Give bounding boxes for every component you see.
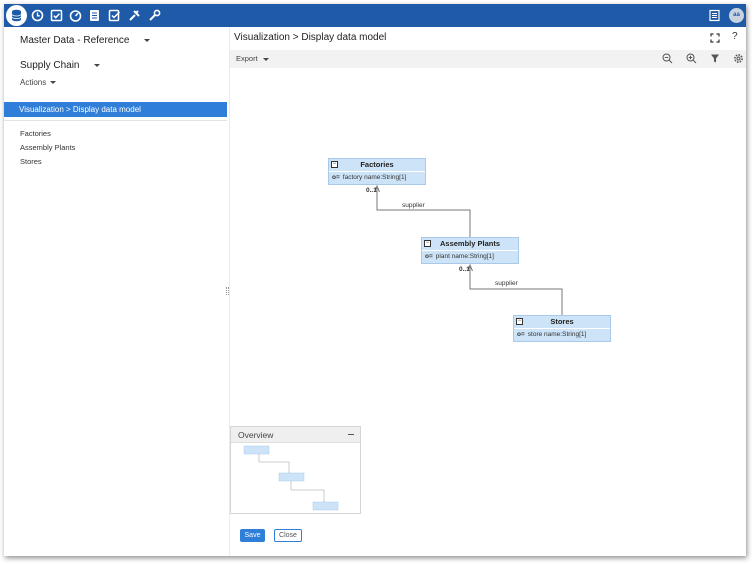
dataset-select-value: Supply Chain (20, 60, 80, 71)
entity-attribute: o=store name:String[1] (517, 331, 587, 338)
document-list-icon[interactable] (88, 9, 101, 22)
dashboard-icon[interactable] (69, 9, 82, 22)
zoom-in-icon[interactable] (686, 53, 697, 64)
save-button[interactable]: Save (240, 529, 265, 542)
overview-panel[interactable]: Overview (230, 426, 361, 514)
nav-item-visualization[interactable]: Visualization > Display data model (4, 102, 227, 117)
key-icon: o= (517, 331, 525, 338)
entity-header: − Assembly Plants (422, 238, 518, 251)
cardinality-label: 0..1 (459, 266, 470, 273)
export-label: Export (236, 54, 258, 63)
entity-header: − Factories (329, 159, 425, 172)
clock-icon[interactable] (31, 9, 44, 22)
diagram-connectors (374, 184, 563, 315)
actions-label: Actions (20, 78, 47, 87)
entity-name: Stores (550, 317, 574, 326)
arrowhead-icon (374, 184, 380, 193)
repository-select[interactable]: Master Data - Reference (20, 35, 151, 46)
repository-select-value: Master Data - Reference (20, 35, 130, 46)
settings-gear-icon[interactable] (733, 53, 744, 64)
zoom-out-icon[interactable] (662, 53, 673, 64)
export-menu[interactable]: Export (236, 54, 269, 63)
entity-attribute: o=plant name:String[1] (425, 253, 494, 260)
collapse-icon[interactable]: − (424, 240, 431, 247)
link-label: supplier (402, 202, 425, 209)
chevron-down-icon (50, 81, 57, 85)
user-avatar[interactable]: aa (729, 8, 744, 23)
key-icon: o= (425, 253, 433, 260)
entity-factories[interactable]: − Factories o=factory name:String[1] (328, 158, 426, 185)
chevron-down-icon (262, 57, 269, 61)
entity-stores[interactable]: − Stores o=store name:String[1] (513, 315, 611, 342)
entity-header: − Stores (514, 316, 610, 329)
help-icon[interactable]: ? (732, 31, 738, 42)
splitter-grip-icon[interactable] (226, 287, 229, 295)
divider (4, 120, 227, 121)
filter-icon[interactable] (710, 53, 720, 64)
entity-name: Factories (360, 160, 394, 169)
tools-icon[interactable] (128, 9, 141, 22)
diagram-toolbar: Export (230, 50, 746, 68)
entity-attribute: o=factory name:String[1] (332, 174, 407, 181)
key-icon: o= (332, 174, 340, 181)
collapse-icon[interactable]: − (516, 318, 523, 325)
chevron-down-icon (144, 38, 151, 42)
app-window: aa Master Data - Reference Supply Chain … (4, 4, 746, 556)
panel-splitter[interactable] (229, 27, 230, 556)
table-item-assembly-plants[interactable]: Assembly Plants (20, 143, 76, 152)
close-button[interactable]: Close (274, 529, 302, 542)
overview-minimap[interactable] (231, 443, 362, 515)
entity-name: Assembly Plants (439, 239, 501, 248)
grid-menu-icon[interactable] (708, 9, 721, 22)
link-assembly-plants-factories (376, 188, 471, 237)
actions-menu[interactable]: Actions (20, 78, 57, 87)
dataset-select[interactable]: Supply Chain (20, 60, 101, 71)
home-button[interactable] (6, 5, 27, 26)
table-item-stores[interactable]: Stores (20, 157, 42, 166)
chevron-down-icon (94, 63, 101, 67)
overview-title: Overview (238, 430, 274, 440)
entity-assembly-plants[interactable]: − Assembly Plants o=plant name:String[1] (421, 237, 519, 264)
task-check-icon[interactable] (108, 9, 121, 22)
link-label: supplier (495, 280, 518, 287)
collapse-icon[interactable]: − (331, 161, 338, 168)
database-icon (11, 9, 22, 22)
overview-header: Overview (231, 427, 360, 443)
cardinality-label: 0..1 (366, 187, 377, 194)
left-panel: Master Data - Reference Supply Chain Act… (4, 27, 229, 556)
wrench-icon[interactable] (148, 9, 161, 22)
fullscreen-icon[interactable] (710, 33, 720, 43)
link-stores-assembly-plants (469, 267, 563, 315)
checkbox-icon[interactable] (50, 9, 63, 22)
page-title: Visualization > Display data model (234, 32, 387, 43)
minimize-icon[interactable] (348, 434, 354, 435)
table-item-factories[interactable]: Factories (20, 129, 51, 138)
arrowhead-icon (467, 263, 473, 272)
top-navigation-bar: aa (4, 4, 746, 27)
